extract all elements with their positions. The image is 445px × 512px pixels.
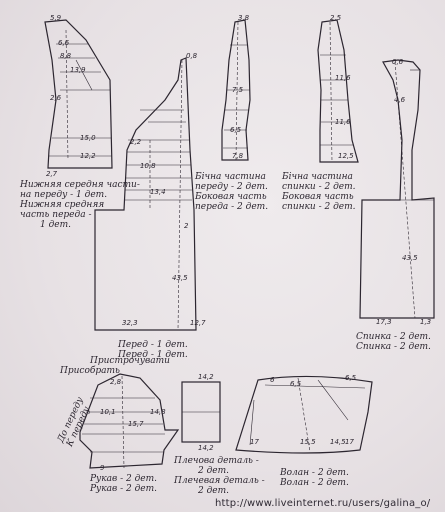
- svg-text:43,5: 43,5: [402, 254, 418, 262]
- svg-text:7,5: 7,5: [232, 86, 244, 94]
- front-piece: [94, 57, 197, 331]
- svg-text:43,5: 43,5: [172, 274, 188, 282]
- flounce-piece: [235, 375, 373, 454]
- svg-text:2,6: 2,6: [50, 94, 62, 102]
- lower-middle-piece: [44, 19, 113, 169]
- svg-text:2,8: 2,8: [110, 378, 122, 386]
- svg-text:7,8: 7,8: [232, 152, 244, 160]
- label-side-front: Бічна частина переду - 2 дет. Боковая ча…: [195, 172, 269, 212]
- svg-text:17: 17: [250, 438, 259, 446]
- label-front: Перед - 1 дет. Перед - 1 дет.: [118, 340, 188, 360]
- svg-text:6,5: 6,5: [345, 374, 357, 382]
- svg-text:0,8: 0,8: [186, 52, 198, 60]
- label-shoulder: Плечова деталь - 2 дет. Плечевая деталь …: [174, 456, 265, 496]
- svg-text:11,6: 11,6: [335, 118, 351, 126]
- label-side-back: Бічна частина спинки - 2 дет. Боковая ча…: [282, 172, 356, 212]
- label-sleeve: Рукав - 2 дет. Рукав - 2 дет.: [90, 474, 158, 494]
- svg-text:3,8: 3,8: [238, 14, 250, 22]
- svg-text:1,3: 1,3: [420, 318, 431, 326]
- svg-text:14,2: 14,2: [198, 444, 214, 452]
- label-sleeve-top: Пристрочувати Присобрать: [60, 356, 170, 376]
- svg-text:15,7: 15,7: [128, 420, 144, 428]
- watermark-url: http://www.liveinternet.ru/users/galina_…: [215, 498, 431, 509]
- svg-text:9: 9: [100, 464, 105, 472]
- svg-text:17,3: 17,3: [376, 318, 392, 326]
- label-flounce: Волан - 2 дет. Волан - 2 дет.: [280, 468, 349, 488]
- measurement-numbers: 5,9 6,6 8,8 13,9 2,6 15,0 12,2 2,7 0,8 2…: [46, 14, 431, 472]
- side-front-piece: [221, 19, 251, 161]
- svg-text:14,2: 14,2: [198, 373, 214, 381]
- svg-text:12,7: 12,7: [190, 319, 206, 327]
- svg-text:2,2: 2,2: [130, 138, 142, 146]
- back-piece: [359, 59, 435, 319]
- svg-text:32,3: 32,3: [122, 319, 138, 327]
- svg-text:13,4: 13,4: [150, 188, 166, 196]
- svg-text:13,9: 13,9: [70, 66, 86, 74]
- svg-text:11,6: 11,6: [335, 74, 351, 82]
- svg-text:8,8: 8,8: [60, 52, 72, 60]
- svg-text:14,5: 14,5: [330, 438, 346, 446]
- svg-text:12,5: 12,5: [338, 152, 354, 160]
- side-back-piece: [317, 19, 359, 163]
- svg-text:10,1: 10,1: [100, 408, 116, 416]
- svg-text:10,8: 10,8: [140, 162, 156, 170]
- svg-text:14,8: 14,8: [150, 408, 166, 416]
- svg-text:17: 17: [345, 438, 354, 446]
- svg-text:6,5: 6,5: [230, 126, 242, 134]
- svg-text:0,6: 0,6: [392, 58, 404, 66]
- label-back: Спинка - 2 дет. Спинка - 2 дет.: [356, 332, 431, 352]
- svg-text:5,9: 5,9: [50, 14, 62, 22]
- svg-text:12,2: 12,2: [80, 152, 96, 160]
- label-lower-middle: Нижняя середня части- на переду - 1 дет.…: [20, 180, 140, 230]
- svg-text:6,5: 6,5: [290, 380, 302, 388]
- svg-text:2,7: 2,7: [46, 170, 58, 178]
- svg-text:15,5: 15,5: [300, 438, 316, 446]
- svg-text:6,6: 6,6: [58, 39, 70, 47]
- svg-text:15,0: 15,0: [80, 134, 96, 142]
- svg-text:2,5: 2,5: [330, 14, 342, 22]
- svg-text:6: 6: [270, 376, 275, 384]
- svg-text:2: 2: [184, 222, 189, 230]
- svg-text:4,6: 4,6: [394, 96, 406, 104]
